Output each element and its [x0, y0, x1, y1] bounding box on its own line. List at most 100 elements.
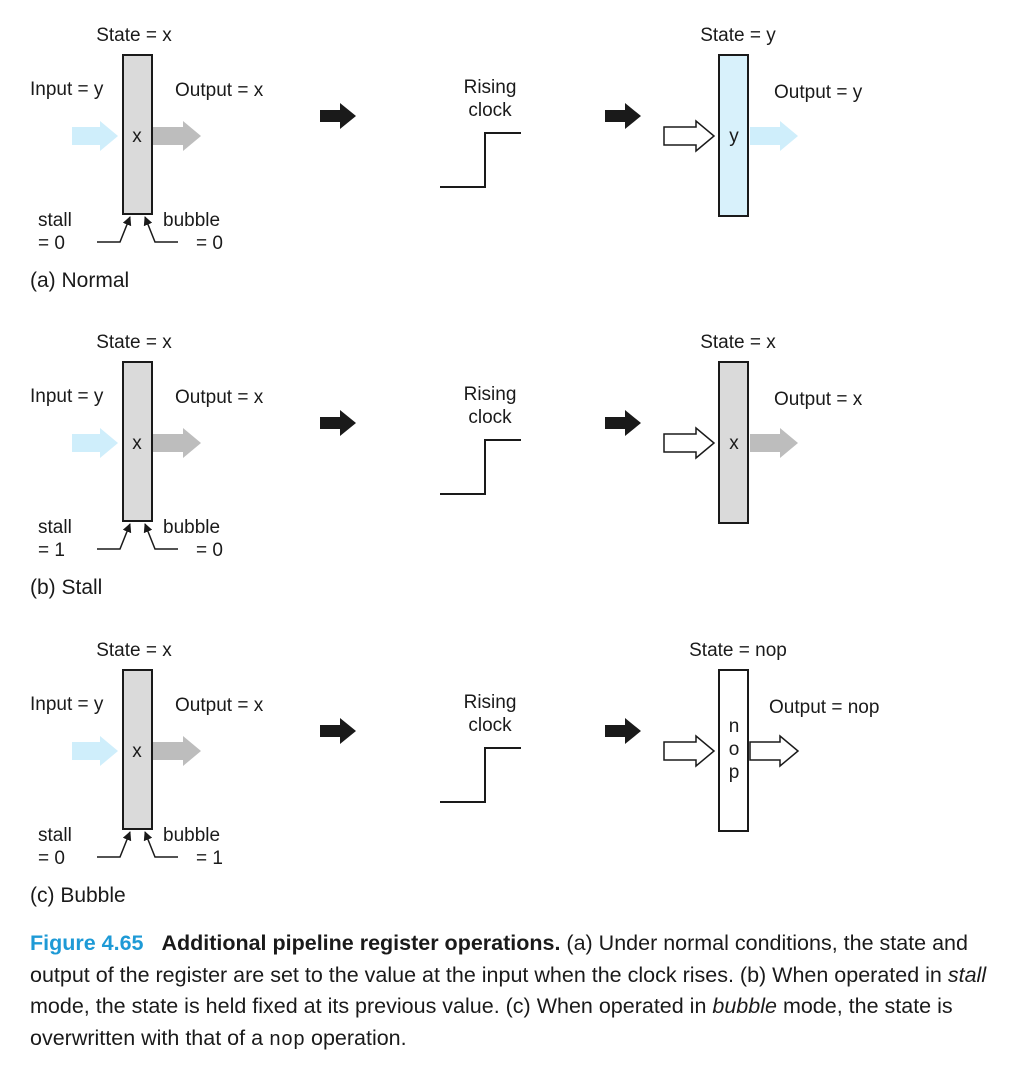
register-value-char: n	[729, 716, 740, 737]
state-before-label: State = x	[96, 332, 172, 353]
register-value: x	[132, 433, 142, 454]
clock-label-line2: clock	[468, 407, 512, 428]
transition-arrow	[320, 718, 356, 744]
caption-text: mode, the state is overwritten with that…	[30, 994, 953, 1050]
register-value: x	[132, 126, 142, 147]
register-box	[718, 669, 749, 832]
clock-edge	[440, 439, 521, 495]
state-before-label: State = x	[96, 640, 172, 661]
output-before-label: Output = x	[175, 695, 264, 716]
register-value-char: o	[729, 739, 740, 760]
transition-arrow	[605, 718, 641, 744]
stall-label: stall	[38, 825, 72, 846]
output-arrow	[153, 121, 201, 151]
bubble-label: bubble	[163, 210, 220, 231]
register-box	[718, 54, 749, 217]
input-arrow	[72, 428, 118, 458]
output-before-label: Output = x	[175, 80, 264, 101]
register-after: State = nop Output = nop n o p	[663, 640, 879, 832]
panel-caption: (c) Bubble	[30, 884, 126, 907]
bubble-line	[143, 216, 178, 243]
input-label: Input = y	[30, 694, 104, 715]
transition-arrow	[605, 410, 641, 436]
register-box	[122, 361, 153, 522]
transition-arrow	[320, 103, 356, 129]
stall-value: = 1	[38, 540, 65, 561]
register-value: y	[729, 126, 739, 147]
output-after-label: Output = x	[774, 389, 863, 410]
register-before: State = x Input = y Output = x x stall =…	[30, 25, 264, 254]
output-after-prefix: Output =	[769, 697, 848, 718]
panel-caption: (a) Normal	[30, 269, 129, 292]
register-after: State = y Output = y y	[663, 25, 863, 217]
figure-number: Figure 4.65	[30, 931, 144, 955]
register-box	[718, 361, 749, 524]
caption-code: nop	[269, 1028, 306, 1052]
panel-caption: (b) Stall	[30, 576, 102, 599]
figure-caption: Figure 4.65 Additional pipeline register…	[30, 928, 1015, 1056]
pipeline-register-diagram: State = x Input = y Output = x x stall =…	[30, 25, 879, 907]
caption-emphasis: stall	[947, 962, 987, 987]
transition-arrow	[320, 410, 356, 436]
input-arrow	[72, 121, 118, 151]
register-before: State = x Input = y Output = x x stall =…	[30, 332, 264, 561]
panel-normal: State = x Input = y Output = x x stall =…	[30, 25, 863, 292]
output-arrow	[153, 428, 201, 458]
clock-edge	[440, 132, 521, 188]
state-after-label: State = y	[700, 25, 776, 46]
input-arrow-hollow	[663, 734, 716, 768]
transition-arrow	[605, 103, 641, 129]
clock-label-line2: clock	[468, 100, 512, 121]
rising-clock: Rising clock	[440, 77, 521, 188]
bubble-line	[143, 523, 178, 550]
caption-text: operation.	[305, 1025, 407, 1050]
register-box	[122, 54, 153, 215]
bubble-value: = 0	[196, 233, 223, 254]
output-before-label: Output = x	[175, 387, 264, 408]
stall-line	[97, 523, 132, 550]
figure-title: Additional pipeline register operations.	[161, 931, 561, 955]
panel-bubble: State = x Input = y Output = x x stall =…	[30, 640, 879, 907]
caption-text: mode, the state is held fixed at its pre…	[30, 994, 713, 1018]
stall-value: = 0	[38, 848, 65, 869]
state-after-prefix: State =	[689, 640, 755, 661]
output-arrow	[750, 121, 798, 151]
stall-line	[97, 216, 132, 243]
register-after: State = x Output = x x	[663, 332, 863, 524]
caption-text: (a) Under normal conditions, the state a…	[30, 931, 968, 987]
bubble-value: = 0	[196, 540, 223, 561]
stall-value: = 0	[38, 233, 65, 254]
panel-stall: State = x Input = y Output = x x stall =…	[30, 332, 863, 599]
input-label: Input = y	[30, 79, 104, 100]
output-after-label: Output = y	[774, 82, 863, 103]
output-after-label: Output = nop	[769, 697, 879, 718]
bubble-label: bubble	[163, 517, 220, 538]
input-arrow	[72, 736, 118, 766]
input-label: Input = y	[30, 386, 104, 407]
state-after-label: State = x	[700, 332, 776, 353]
state-after-code: nop	[755, 640, 787, 661]
bubble-label: bubble	[163, 825, 220, 846]
stall-label: stall	[38, 517, 72, 538]
state-before-label: State = x	[96, 25, 172, 46]
output-arrow-hollow	[749, 734, 800, 768]
stall-label: stall	[38, 210, 72, 231]
register-box	[122, 669, 153, 830]
input-arrow-hollow	[663, 119, 716, 153]
clock-label-line2: clock	[468, 715, 512, 736]
output-after-code: nop	[848, 697, 880, 718]
register-before: State = x Input = y Output = x x stall =…	[30, 640, 264, 869]
stall-line	[97, 831, 132, 858]
output-arrow	[750, 428, 798, 458]
clock-label-line1: Rising	[464, 692, 517, 713]
input-arrow-hollow	[663, 426, 716, 460]
bubble-value: = 1	[196, 848, 223, 869]
register-value: x	[132, 741, 142, 762]
rising-clock: Rising clock	[440, 384, 521, 495]
caption-emphasis: bubble	[712, 994, 777, 1018]
clock-label-line1: Rising	[464, 77, 517, 98]
bubble-line	[143, 831, 178, 858]
state-after-label: State = nop	[689, 640, 787, 661]
rising-clock: Rising clock	[440, 692, 521, 803]
clock-label-line1: Rising	[464, 384, 517, 405]
